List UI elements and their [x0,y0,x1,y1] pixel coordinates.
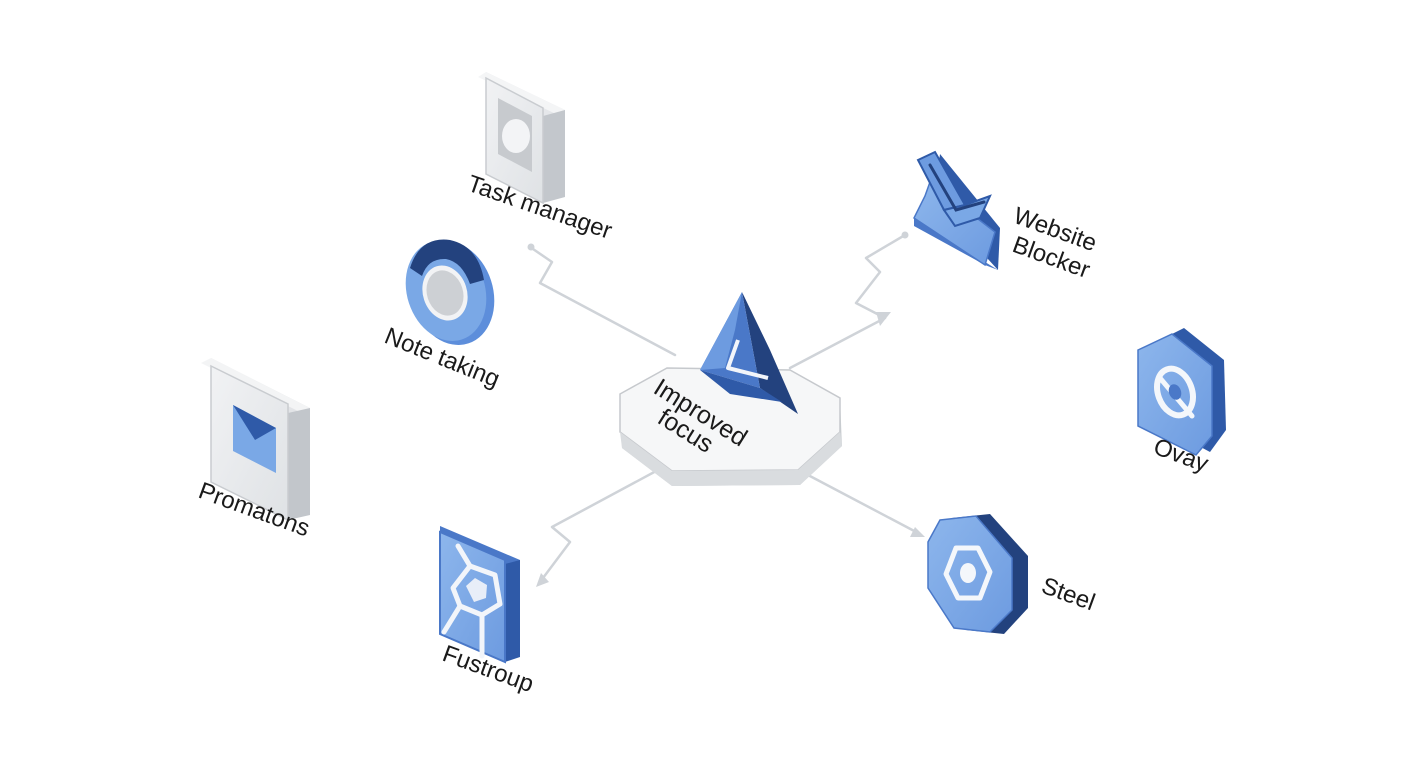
promotions-node[interactable]: Promatons [195,358,313,542]
steel-label: Steel [1038,572,1099,616]
network-tile-icon [439,526,520,664]
connector-steel [806,473,925,537]
note-taking-node[interactable]: Note taking [381,230,508,393]
connector-task-manager [527,243,677,357]
o-shield-icon [1137,328,1226,456]
improved-focus-hub[interactable]: Improved focus [619,292,842,486]
square-circle-icon [478,72,565,205]
triangle-icon [700,292,798,414]
connector-fustroup [536,468,660,587]
website-blocker-node[interactable]: Website Blocker [913,150,1100,284]
hex-nut-icon [927,514,1028,634]
fustroup-node[interactable]: Fustroup [439,526,537,698]
connector-website-blocker [788,231,909,370]
ovay-node[interactable]: Ovay [1137,328,1226,478]
ring-icon [405,239,495,345]
task-manager-node[interactable]: Task manager [464,72,615,245]
blocker-icon [913,150,1000,270]
envelope-icon [201,358,310,522]
steel-node[interactable]: Steel [927,514,1099,634]
